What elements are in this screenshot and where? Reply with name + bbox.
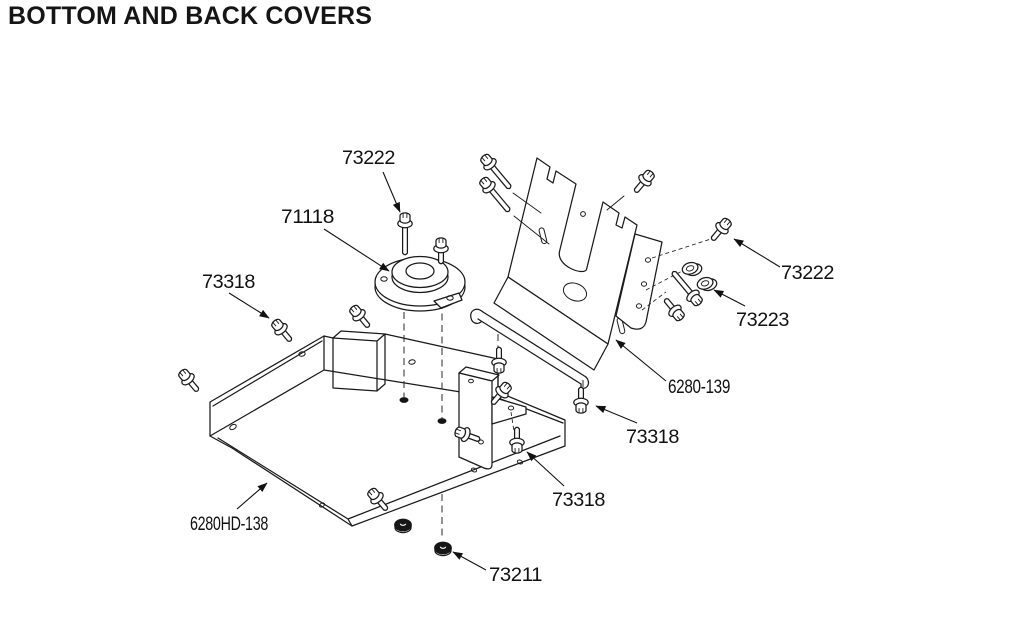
hex-bolt-73318 (346, 301, 375, 333)
floor-hole (399, 397, 409, 403)
part-callout: 73222 (342, 148, 395, 169)
callouts: 73222 71118 73318 73222 73223 6280-139 7… (190, 148, 834, 586)
part-callout: 73223 (736, 310, 789, 331)
hex-bolt (491, 346, 507, 374)
part-callout: 73318 (202, 272, 255, 293)
cap-nut-73211 (393, 518, 413, 534)
page-title: BOTTOM AND BACK COVERS (8, 2, 373, 30)
hex-bolt (476, 173, 516, 217)
cap-nut-73211 (433, 541, 453, 557)
bearing-flange-71118 (374, 255, 466, 312)
part-callout: 73318 (626, 427, 679, 448)
hex-bolt (659, 293, 688, 325)
bottom-cover-6280HD-138 (209, 330, 566, 527)
floor-hole (437, 418, 447, 424)
part-callout: 73318 (552, 490, 605, 511)
flange-nut-73223 (680, 258, 704, 280)
part-callout: 73222 (781, 263, 834, 284)
hex-bolt-73222 (397, 212, 413, 256)
hex-bolt (629, 166, 658, 198)
hex-bolt-73318 (175, 365, 204, 397)
hex-bolt-73318 (268, 315, 297, 347)
part-callout: 6280-139 (668, 377, 730, 398)
part-callout: 73211 (489, 565, 542, 586)
part-callout: 6280HD-138 (190, 514, 268, 535)
hex-bolt-73222 (706, 214, 735, 246)
part-callout: 71118 (281, 207, 334, 228)
hex-bolt-73318 (573, 386, 589, 414)
back-cover-6280-139 (470, 157, 663, 389)
